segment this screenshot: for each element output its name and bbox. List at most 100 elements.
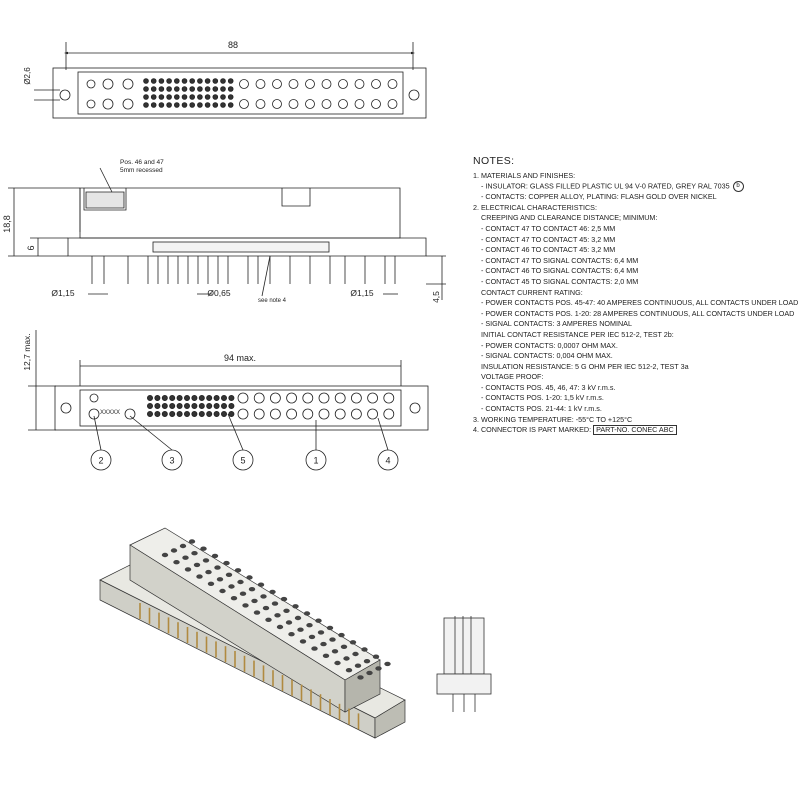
note-line: 4. CONNECTOR IS PART MARKED: PART-NO. CO… bbox=[473, 425, 795, 436]
iso-hole bbox=[349, 640, 357, 645]
iso-hole bbox=[170, 548, 178, 553]
note-line: - CONTACT 46 TO CONTACT 45: 3,2 MM bbox=[481, 245, 616, 255]
callout-circle bbox=[90, 449, 112, 471]
top-hole-dim: Ø2,6 bbox=[23, 67, 32, 85]
power-contact bbox=[302, 408, 314, 420]
iso-hole bbox=[285, 620, 293, 625]
iso-hole bbox=[320, 641, 327, 647]
power-contact bbox=[338, 99, 348, 109]
iso-hole bbox=[188, 539, 196, 544]
iso-hole bbox=[228, 584, 235, 589]
note-line: - POWER CONTACTS: 0,0007 OHM MAX. bbox=[481, 340, 618, 350]
iso-hole bbox=[338, 632, 345, 638]
iso-hole bbox=[345, 668, 353, 673]
top-width-dim: 88 bbox=[228, 40, 238, 50]
signal-contact bbox=[161, 402, 168, 409]
power-contact bbox=[286, 392, 298, 404]
note-line: - CONTACT 47 TO CONTACT 46: 2,5 MM bbox=[481, 223, 616, 233]
iso-hole bbox=[265, 617, 272, 622]
iso-hole bbox=[200, 546, 207, 551]
signal-contact bbox=[220, 102, 226, 108]
pin-dim-center: Ø0,65 bbox=[207, 288, 230, 298]
signal-contact bbox=[212, 102, 219, 108]
callout-circle bbox=[232, 449, 254, 471]
power-contact bbox=[272, 79, 282, 89]
callout-leader bbox=[129, 415, 173, 451]
signal-contact bbox=[154, 410, 161, 417]
signal-contact bbox=[228, 394, 235, 401]
iso-hole bbox=[251, 598, 258, 604]
signal-contact bbox=[191, 402, 198, 409]
signal-contact bbox=[204, 102, 211, 108]
iso-hole bbox=[297, 627, 304, 632]
signal-contact bbox=[220, 394, 227, 401]
recess-note-1: Pos. 46 and 47 bbox=[120, 159, 164, 166]
signal-contact bbox=[198, 410, 205, 417]
note-line: - CONTACTS: COPPER ALLOY, PLATING: FLASH… bbox=[481, 192, 717, 202]
power-contact bbox=[371, 79, 381, 89]
iso-hole bbox=[191, 551, 198, 556]
iso-hole bbox=[230, 596, 238, 601]
note-line: INSULATION RESISTANCE: 5 G OHM PER IEC 5… bbox=[481, 361, 689, 371]
notes-block: NOTES: 1. MATERIALS AND FINISHES:- INSUL… bbox=[473, 156, 798, 436]
power-contact bbox=[350, 392, 362, 404]
small-side-view bbox=[436, 616, 492, 712]
iso-hole bbox=[193, 562, 201, 568]
signal-contact bbox=[204, 78, 211, 84]
power-contact bbox=[122, 98, 134, 110]
signal-contact bbox=[220, 86, 226, 92]
iso-hole bbox=[205, 569, 212, 575]
pin-length-dim: 4,5 bbox=[431, 291, 441, 303]
signal-contact bbox=[176, 402, 183, 409]
front-view bbox=[28, 330, 429, 451]
iso-hole bbox=[202, 558, 210, 563]
signal-contact bbox=[212, 86, 219, 92]
power-contact bbox=[88, 408, 100, 420]
iso-hole bbox=[366, 670, 373, 676]
signal-contact bbox=[206, 402, 213, 409]
power-contact bbox=[383, 392, 395, 404]
callout-label: 4 bbox=[385, 456, 390, 466]
signal-contact bbox=[150, 94, 157, 100]
notes-lines: 1. MATERIALS AND FINISHES:- INSULATOR: G… bbox=[473, 171, 798, 436]
iso-hole bbox=[384, 661, 391, 667]
signal-contact bbox=[183, 394, 190, 401]
signal-contact bbox=[166, 102, 172, 108]
signal-contact bbox=[181, 78, 188, 84]
power-contact bbox=[255, 79, 266, 89]
iso-hole bbox=[288, 632, 295, 637]
note-line: VOLTAGE PROOF: bbox=[481, 372, 544, 382]
note-line: INITIAL CONTACT RESISTANCE PER IEC 512-2… bbox=[481, 329, 674, 339]
iso-hole bbox=[363, 659, 371, 664]
power-contact bbox=[387, 79, 398, 89]
signal-contact bbox=[227, 78, 234, 84]
iso-hole bbox=[248, 587, 256, 592]
side-base-dim: 6 bbox=[26, 245, 36, 250]
signal-contact bbox=[150, 78, 157, 84]
power-contact bbox=[321, 99, 332, 109]
signal-contact bbox=[220, 402, 227, 409]
signal-contact bbox=[143, 94, 149, 100]
power-contact bbox=[334, 392, 346, 404]
iso-hole bbox=[343, 656, 350, 661]
note-line: 2. ELECTRICAL CHARACTERISTICS: bbox=[473, 202, 597, 212]
callout-circle bbox=[161, 449, 183, 471]
iso-hole bbox=[340, 644, 348, 649]
power-contact bbox=[102, 98, 114, 110]
iso-hole bbox=[182, 555, 189, 560]
callout-label: 5 bbox=[240, 456, 245, 466]
note-line: - CONTACTS POS. 21-44: 1 kV r.m.s. bbox=[481, 404, 602, 414]
iso-hole bbox=[292, 604, 299, 609]
signal-contact bbox=[213, 410, 220, 417]
power-contact bbox=[288, 79, 299, 89]
signal-contact bbox=[161, 394, 168, 401]
side-view bbox=[8, 167, 446, 300]
note-line: - SIGNAL CONTACTS: 0,004 OHM MAX. bbox=[481, 351, 613, 361]
signal-contact bbox=[197, 78, 203, 84]
signal-contact bbox=[158, 86, 165, 92]
iso-hole bbox=[214, 565, 221, 570]
power-contact bbox=[350, 408, 362, 420]
signal-contact bbox=[220, 410, 227, 417]
signal-contact bbox=[183, 402, 190, 409]
power-contact bbox=[89, 393, 99, 403]
